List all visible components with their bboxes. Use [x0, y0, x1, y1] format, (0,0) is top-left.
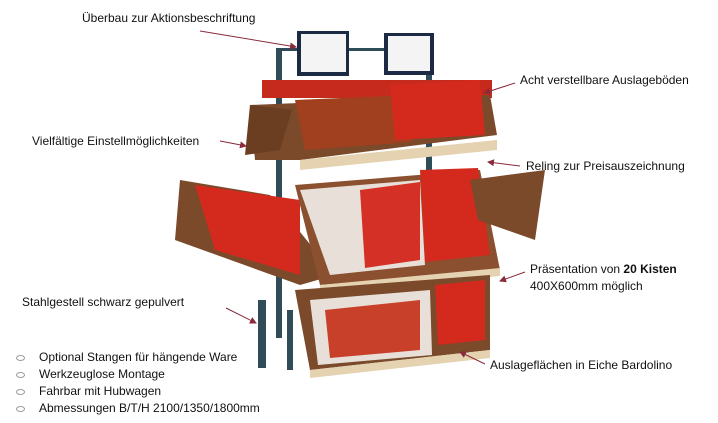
bullet-icon: [16, 388, 25, 395]
bullet-icon: [16, 405, 25, 412]
bullet-icon: [16, 354, 25, 361]
label-reling: Reling zur Preisauszeichnung: [526, 159, 685, 173]
sign-holders: [297, 31, 434, 76]
feature-text: Werkzeuglose Montage: [39, 367, 165, 381]
feature-text: Abmessungen B/T/H 2100/1350/1800mm: [39, 401, 260, 415]
feature-item: Abmessungen B/T/H 2100/1350/1800mm: [16, 400, 260, 417]
label-einstell: Vielfältige Einstellmöglichkeiten: [32, 134, 200, 148]
label-boeden: Acht verstellbare Auslageböden: [520, 73, 689, 87]
feature-text: Fahrbar mit Hubwagen: [39, 384, 162, 398]
feature-item: Werkzeuglose Montage: [16, 366, 260, 383]
feature-text: Optional Stangen für hängende Ware: [39, 350, 238, 364]
annotation-arrows: [199, 30, 526, 365]
label-ueberbau: Überbau zur Aktionsbeschriftung: [82, 11, 256, 25]
feature-item: Optional Stangen für hängende Ware: [16, 349, 260, 366]
label-praesentation: Präsentation von 20 Kisten: [530, 262, 677, 276]
shelf-top: [245, 80, 497, 170]
praesentation-text: Präsentation von: [530, 262, 624, 276]
praesentation-bold: 20 Kisten: [623, 262, 677, 276]
label-praesentation-line2: 400X600mm möglich: [530, 279, 643, 293]
label-eiche: Auslageflächen in Eiche Bardolino: [490, 358, 673, 372]
shelf-middle: [175, 168, 545, 294]
shelf-bottom: [295, 275, 490, 378]
feature-item: Fahrbar mit Hubwagen: [16, 383, 260, 400]
label-stahl: Stahlgestell schwarz gepulvert: [22, 295, 185, 309]
feature-list: Optional Stangen für hängende Ware Werkz…: [16, 349, 260, 417]
bullet-icon: [16, 371, 25, 378]
